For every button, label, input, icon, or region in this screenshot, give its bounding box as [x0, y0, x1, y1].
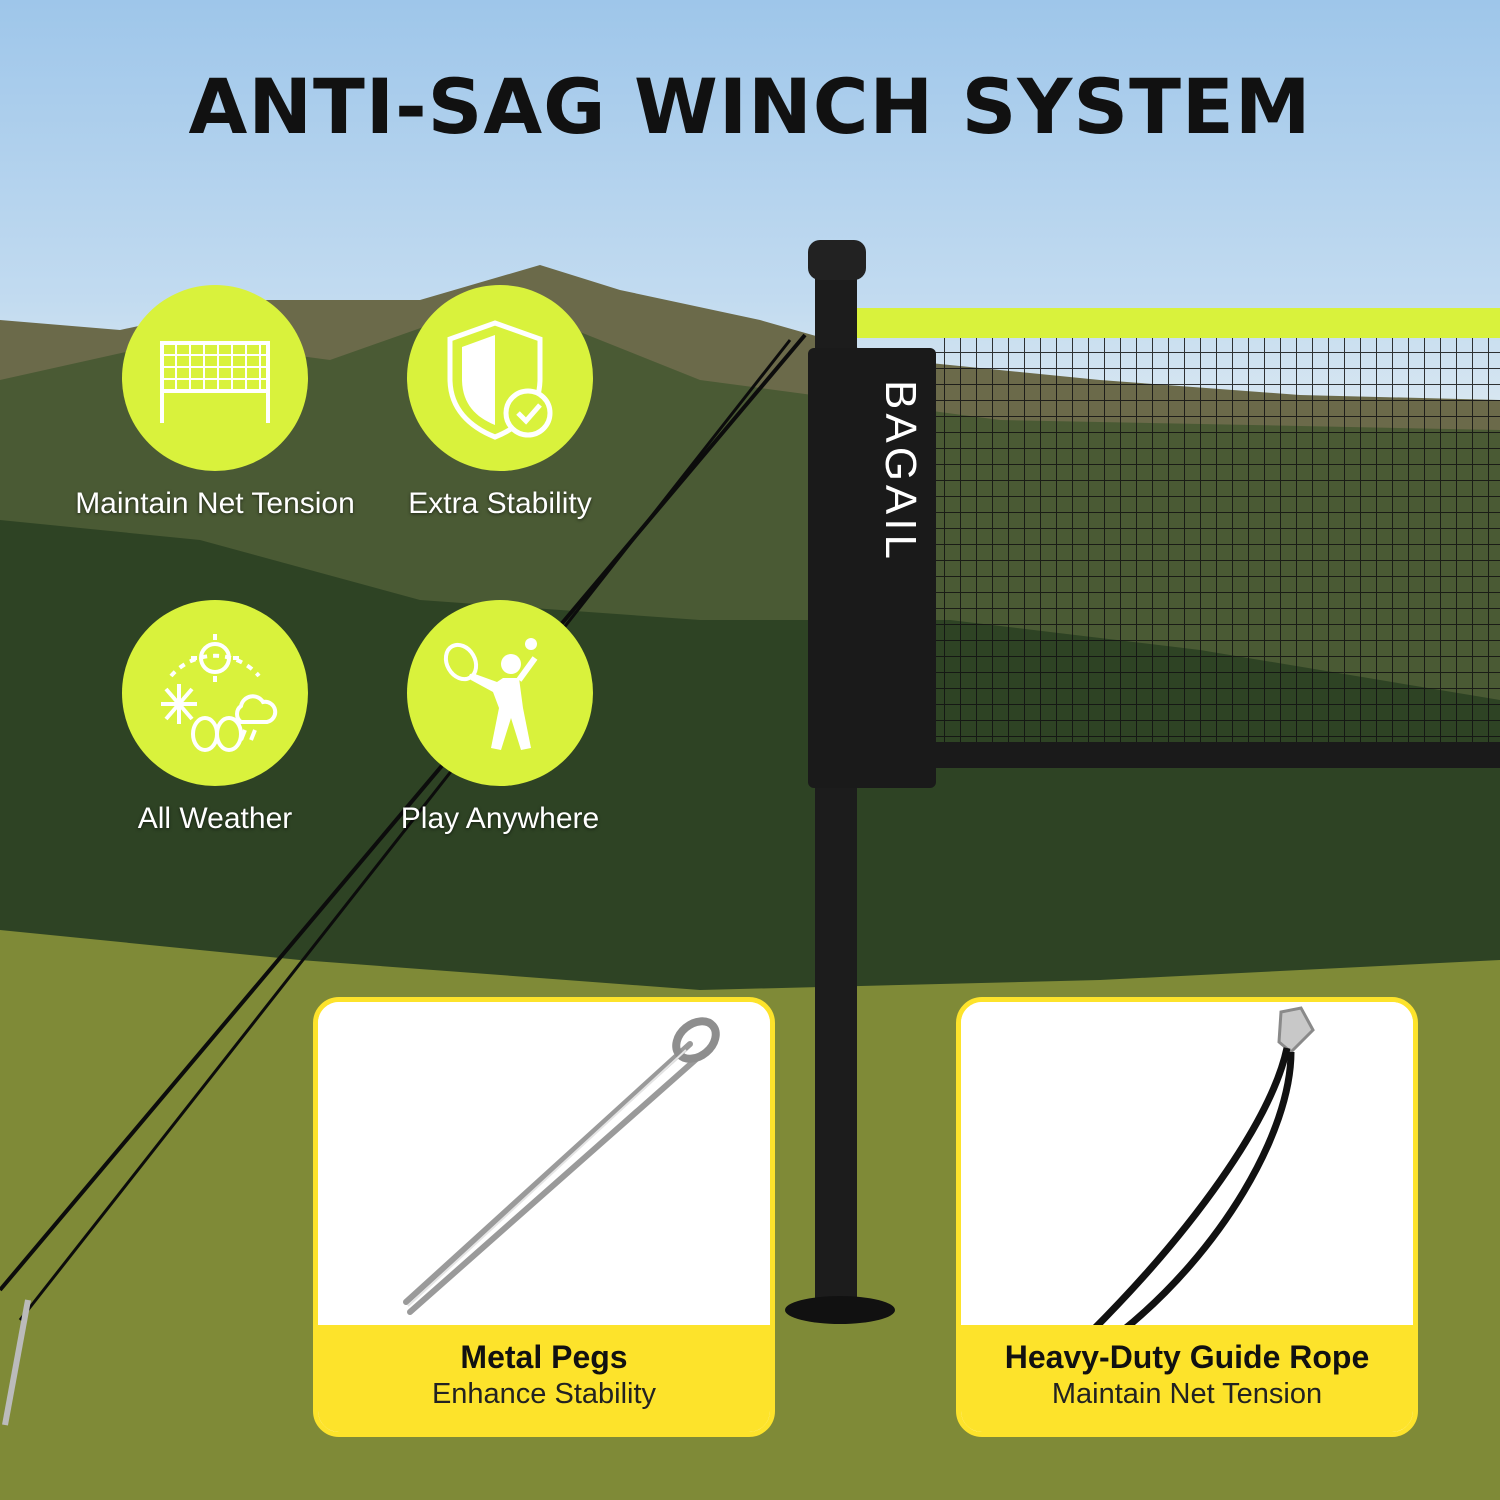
tennis-player-icon: [443, 638, 538, 750]
net-top-band: [830, 308, 1500, 338]
feature-label: Maintain Net Tension: [75, 487, 355, 520]
feature-play-anywhere: Play Anywhere: [350, 600, 650, 838]
card-subtitle: Enhance Stability: [431, 1378, 657, 1410]
card-guide-rope: Heavy-Duty Guide Rope Maintain Net Tensi…: [956, 997, 1418, 1437]
feature-label: Play Anywhere: [400, 802, 600, 835]
pole-sleeve: [808, 348, 936, 788]
feature-label: All Weather: [137, 802, 293, 835]
shield-check-icon: [447, 320, 553, 440]
feature-extra-stability: Extra Stability: [350, 285, 650, 523]
pole-base-plate: [785, 1296, 895, 1324]
feature-circle: [407, 600, 593, 786]
feature-circle: [122, 600, 308, 786]
card-metal-pegs: Metal Pegs Enhance Stability: [313, 997, 775, 1437]
card-caption: Metal Pegs Enhance Stability: [318, 1325, 770, 1432]
feature-circle: [407, 285, 593, 471]
card-title: Metal Pegs: [460, 1339, 628, 1375]
weather-icon: [161, 634, 278, 752]
card-photo: [961, 1002, 1413, 1337]
feature-all-weather: All Weather: [65, 600, 365, 838]
feature-circle: [122, 285, 308, 471]
card-title: Heavy-Duty Guide Rope: [1004, 1339, 1370, 1375]
card-photo: [318, 1002, 770, 1337]
headline: ANTI-SAG WINCH SYSTEM: [188, 62, 1312, 151]
net-icon: [160, 341, 270, 423]
pole-cap: [808, 240, 866, 280]
card-subtitle: Maintain Net Tension: [1051, 1378, 1323, 1410]
guide-rope-second-strand: [18, 339, 792, 1321]
net-mesh: [935, 322, 1500, 762]
guide-rope: [0, 333, 807, 1292]
feature-label: Extra Stability: [408, 487, 592, 520]
guide-rope-icon: [1088, 1006, 1315, 1335]
ground-stake: [2, 1299, 31, 1426]
metal-peg-icon: [403, 1017, 720, 1315]
feature-maintain-net-tension: Maintain Net Tension: [65, 285, 365, 523]
brand-logo: BAGAIL: [876, 380, 925, 563]
forest-slope: [0, 520, 1500, 1000]
net-bottom-band: [935, 742, 1500, 768]
card-caption: Heavy-Duty Guide Rope Maintain Net Tensi…: [961, 1325, 1413, 1432]
